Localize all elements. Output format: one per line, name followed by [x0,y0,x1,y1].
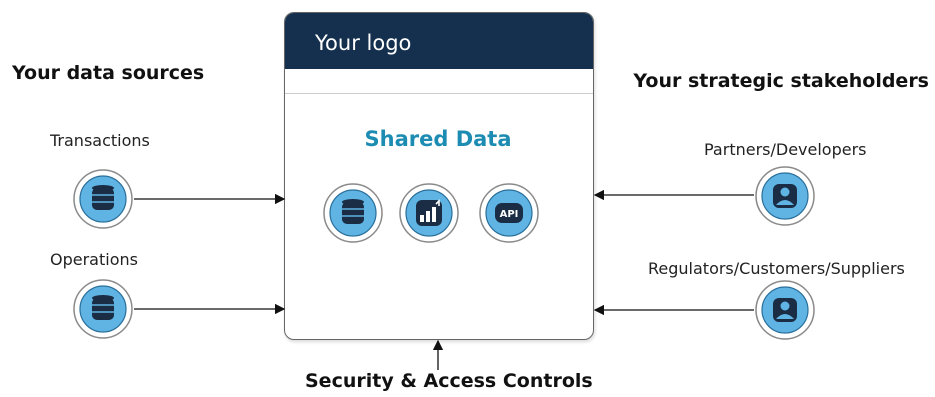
chart-icon [398,182,460,244]
header-separator [285,69,593,93]
stakeholder-label-partners: Partners/Developers [704,140,867,159]
data-sources-heading: Your data sources [12,62,205,84]
database-icon [72,278,134,340]
stakeholder-label-regulators: Regulators/Customers/Suppliers [648,259,905,278]
person-icon [754,165,816,227]
security-access-heading: Security & Access Controls [305,370,593,392]
api-label: API [500,209,519,220]
logo-header: Your logo [285,13,593,69]
panel-body [285,93,593,339]
shared-data-panel: Your logo [284,12,594,340]
source-label-operations: Operations [50,250,138,269]
database-icon [322,182,384,244]
database-icon [72,168,134,230]
shared-data-title: Shared Data [364,127,512,151]
api-icon: API [478,182,540,244]
stakeholders-heading: Your strategic stakeholders [633,70,929,92]
source-label-transactions: Transactions [50,131,150,150]
person-icon [754,279,816,341]
